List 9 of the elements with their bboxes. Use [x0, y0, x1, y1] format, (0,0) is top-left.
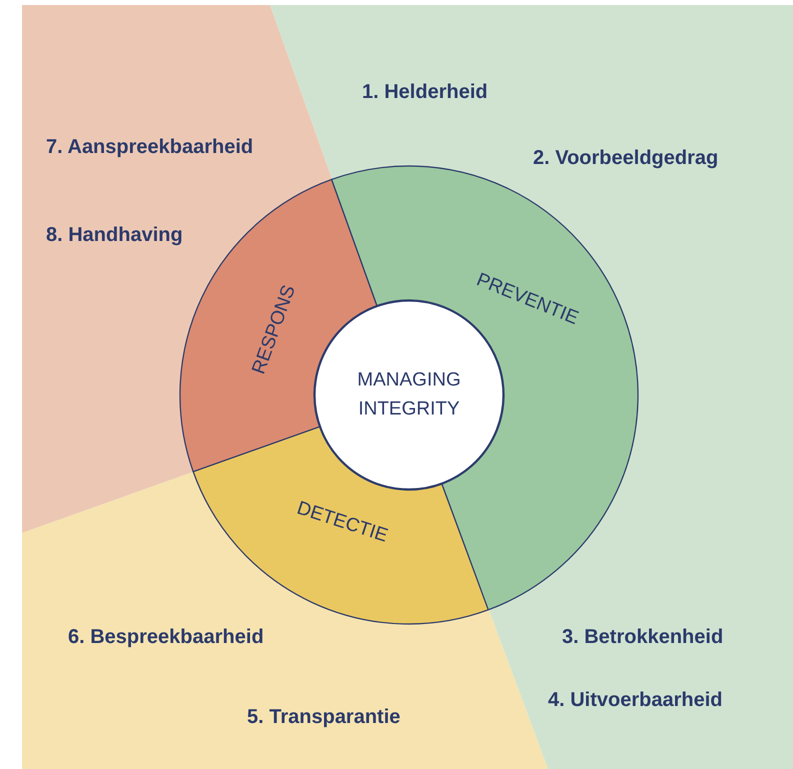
- statement-label: 4. Uitvoerbaarheid: [548, 688, 723, 712]
- center-label: MANAGING INTEGRITY: [356, 368, 462, 421]
- statement-label: 1. Helderheid: [362, 80, 488, 104]
- statement-label: 5. Transparantie: [247, 705, 400, 729]
- statement-label: 2. Voorbeeldgedrag: [533, 146, 718, 170]
- statement-label: 8. Handhaving: [46, 223, 183, 247]
- statement-label: 3. Betrokkenheid: [562, 625, 724, 649]
- statement-label: 6. Bespreekbaarheid: [68, 625, 264, 649]
- statement-label: 7. Aanspreekbaarheid: [46, 135, 254, 159]
